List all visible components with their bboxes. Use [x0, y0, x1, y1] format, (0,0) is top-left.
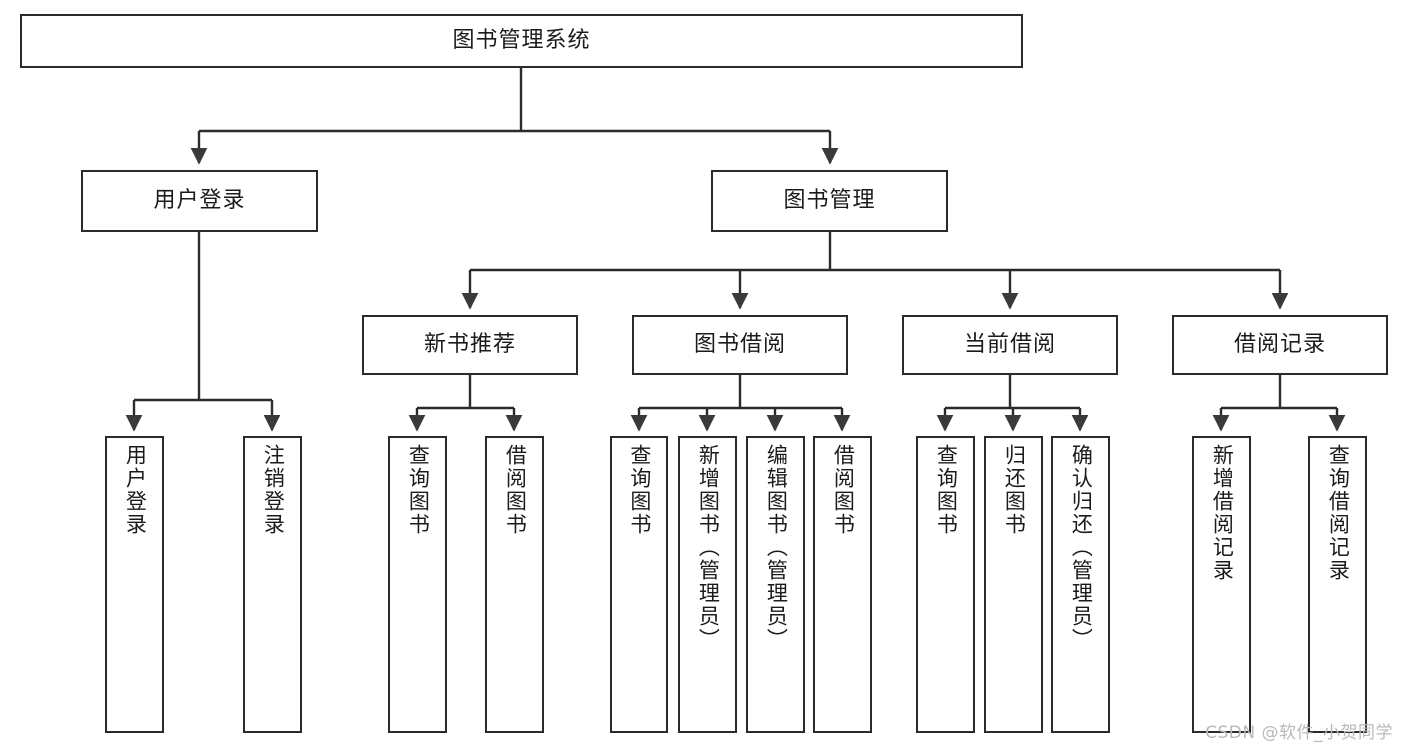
node-book-management-label: 图书管理 — [783, 187, 876, 213]
node-new-book-recommend-label: 新书推荐 — [423, 331, 516, 357]
leaf-add-borrow-record-label: 新增借阅记录 — [1210, 444, 1235, 582]
node-root-label: 图书管理系统 — [452, 27, 591, 53]
leaf-query-book-borrow-label: 查询图书 — [627, 444, 652, 536]
leaf-logout-label: 注销登录 — [261, 444, 286, 536]
leaf-confirm-return-admin-label: 确认归还（管理员） — [1069, 444, 1094, 651]
leaf-add-book-admin[interactable]: 新增图书（管理员） — [678, 436, 737, 733]
leaf-user-login-label: 用户登录 — [123, 444, 148, 536]
leaf-return-book-label: 归还图书 — [1002, 444, 1027, 536]
leaf-edit-book-admin[interactable]: 编辑图书（管理员） — [746, 436, 805, 733]
node-root[interactable]: 图书管理系统 — [20, 14, 1023, 68]
node-current-borrow-label: 当前借阅 — [963, 331, 1056, 357]
leaf-borrow-book-label: 借阅图书 — [831, 444, 856, 536]
node-book-borrow-label: 图书借阅 — [693, 331, 786, 357]
leaf-query-book-current[interactable]: 查询图书 — [916, 436, 975, 733]
leaf-logout[interactable]: 注销登录 — [243, 436, 302, 733]
watermark: CSDN @软件_小贺同学 — [1205, 723, 1393, 743]
leaf-query-borrow-record-label: 查询借阅记录 — [1326, 444, 1351, 582]
node-borrow-record-label: 借阅记录 — [1233, 331, 1326, 357]
leaf-add-borrow-record[interactable]: 新增借阅记录 — [1192, 436, 1251, 733]
leaf-borrow-book-newbook-label: 借阅图书 — [503, 444, 528, 536]
node-book-borrow[interactable]: 图书借阅 — [632, 315, 848, 375]
node-current-borrow[interactable]: 当前借阅 — [902, 315, 1118, 375]
leaf-query-book-current-label: 查询图书 — [934, 444, 959, 536]
leaf-add-book-admin-label: 新增图书（管理员） — [696, 444, 721, 651]
leaf-query-book-borrow[interactable]: 查询图书 — [610, 436, 668, 733]
node-user-login[interactable]: 用户登录 — [81, 170, 318, 232]
leaf-query-book-newbook[interactable]: 查询图书 — [388, 436, 447, 733]
node-book-management[interactable]: 图书管理 — [711, 170, 948, 232]
leaf-borrow-book[interactable]: 借阅图书 — [813, 436, 872, 733]
leaf-return-book[interactable]: 归还图书 — [984, 436, 1043, 733]
leaf-query-borrow-record[interactable]: 查询借阅记录 — [1308, 436, 1367, 733]
leaf-borrow-book-newbook[interactable]: 借阅图书 — [485, 436, 544, 733]
node-new-book-recommend[interactable]: 新书推荐 — [362, 315, 578, 375]
leaf-edit-book-admin-label: 编辑图书（管理员） — [764, 444, 789, 651]
node-user-login-label: 用户登录 — [153, 187, 246, 213]
leaf-query-book-newbook-label: 查询图书 — [406, 444, 431, 536]
node-borrow-record[interactable]: 借阅记录 — [1172, 315, 1388, 375]
leaf-user-login[interactable]: 用户登录 — [105, 436, 164, 733]
leaf-confirm-return-admin[interactable]: 确认归还（管理员） — [1051, 436, 1110, 733]
